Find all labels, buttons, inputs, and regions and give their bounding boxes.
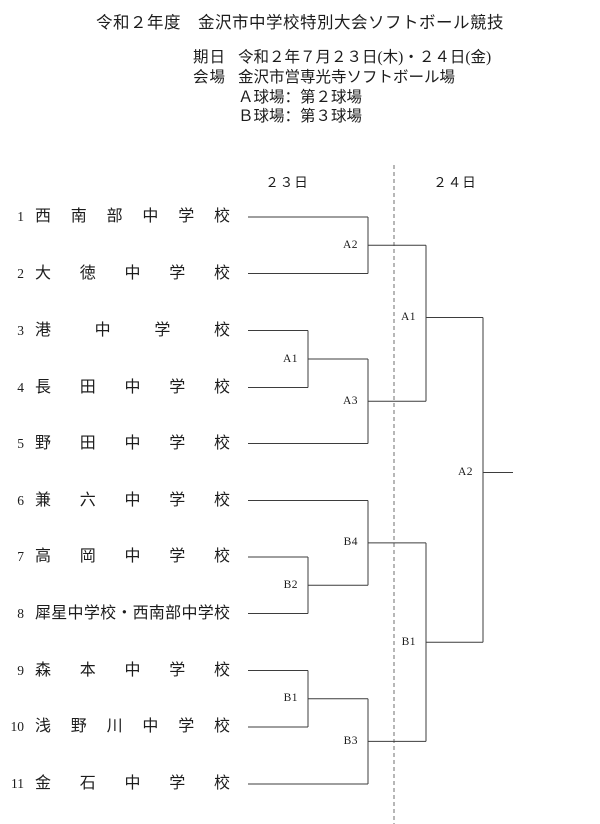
- info-value: Ａ球場：第２球場: [238, 88, 363, 106]
- match-label-A3-4: A3: [342, 394, 358, 407]
- team-name: 西南部中学校: [35, 208, 230, 225]
- team-seed: 9: [17, 662, 24, 678]
- day-header-24: ２４日: [433, 175, 477, 190]
- team-seed: 7: [17, 549, 24, 564]
- team-seed: 3: [17, 322, 24, 338]
- team-name: 港中学校: [35, 321, 230, 339]
- team-seed: 4: [17, 379, 24, 395]
- match-label-A2-9: A2: [457, 466, 473, 478]
- team-seed: 11: [11, 776, 24, 791]
- team-seed: 1: [17, 209, 24, 224]
- match-label-A1-0: A1: [282, 352, 298, 365]
- team-name: 金石中学校: [35, 775, 230, 792]
- info-value: 金沢市営専光寺ソフトボール場: [238, 68, 456, 86]
- team-seed: 8: [17, 605, 24, 621]
- team-seed: 6: [17, 492, 24, 508]
- match-label-B1-8: B1: [401, 635, 416, 648]
- match-label-B2-1: B2: [283, 578, 298, 591]
- match-label-A2-3: A2: [342, 238, 358, 251]
- team-name: 犀星中学校・西南部中学校: [35, 604, 230, 622]
- page-title: 令和２年度 金沢市中学校特別大会ソフトボール競技: [96, 13, 504, 32]
- info-label: 期日: [193, 49, 225, 66]
- info-value: Ｂ球場：第３球場: [238, 108, 363, 126]
- team-name: 兼六中学校: [35, 491, 230, 509]
- team-name: 野田中学校: [35, 434, 230, 452]
- match-label-A1-7: A1: [400, 311, 416, 323]
- team-name: 大徳中学校: [35, 264, 230, 282]
- match-label-B1-2: B1: [283, 692, 298, 705]
- info-row-2: Ａ球場：第２球場: [193, 88, 491, 108]
- info-row-1: 会場金沢市営専光寺ソフトボール場: [193, 68, 491, 88]
- team-seed: 10: [10, 719, 25, 734]
- team-name: 森本中学校: [35, 661, 230, 679]
- team-name: 浅野川中学校: [35, 718, 230, 735]
- info-row-3: Ｂ球場：第３球場: [193, 107, 491, 127]
- team-name: 長田中学校: [35, 378, 230, 396]
- match-label-B4-5: B4: [343, 536, 358, 549]
- team-name: 高岡中学校: [35, 548, 230, 565]
- info-value: 令和２年７月２３日(木)・２４日(金): [238, 49, 492, 66]
- info-row-0: 期日令和２年７月２３日(木)・２４日(金): [193, 48, 491, 68]
- info-label: 会場: [193, 68, 225, 86]
- day-header-23: ２３日: [265, 175, 309, 190]
- team-seed: 5: [17, 435, 24, 451]
- match-label-B3-6: B3: [343, 734, 358, 747]
- team-seed: 2: [17, 265, 24, 281]
